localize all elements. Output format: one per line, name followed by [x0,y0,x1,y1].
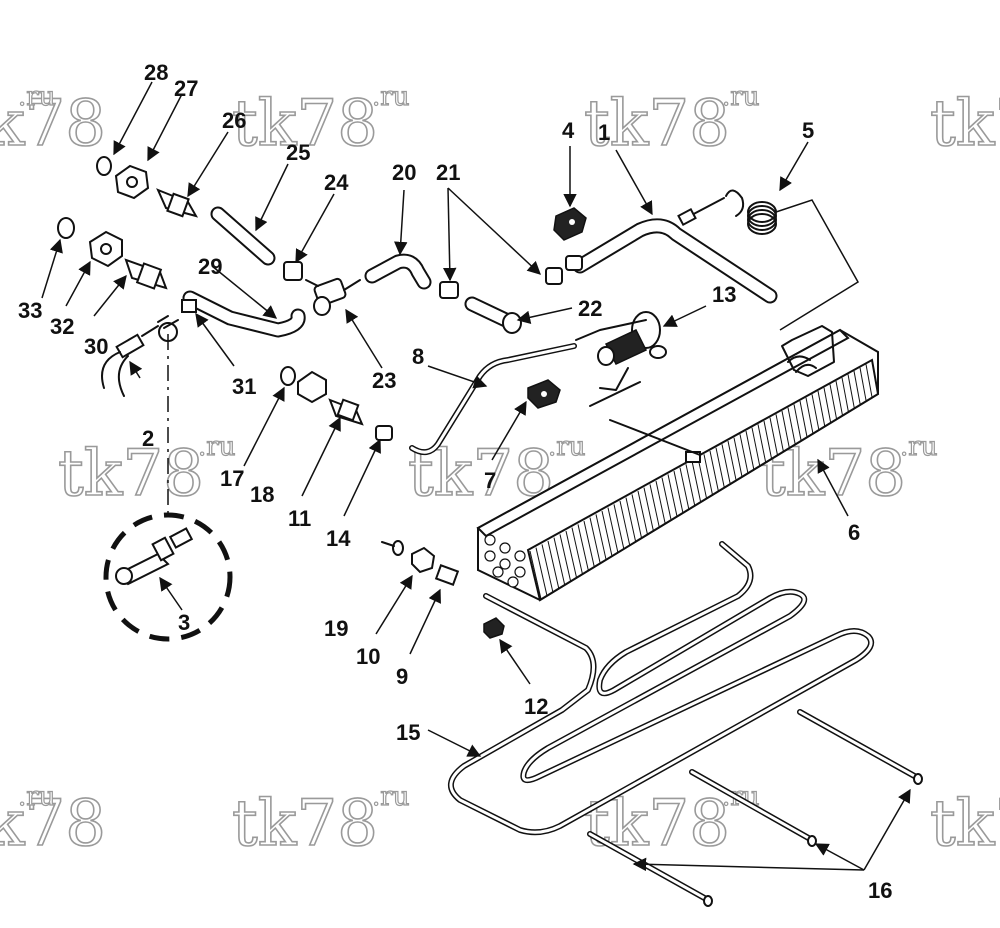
svg-text:.ru: .ru [198,432,235,462]
svg-text:tk78: tk78 [0,87,106,161]
rod [689,769,817,847]
callout-21: 21 [436,160,460,185]
callout-26: 26 [222,108,246,133]
callout-30: 30 [84,334,108,359]
svg-text:tk78: tk78 [58,437,204,511]
watermark: tk78.ru [583,81,760,161]
watermark: tk78.ru [57,431,236,511]
svg-text:tk78: tk78 [584,87,730,161]
callout-25: 25 [286,140,310,165]
callout-12: 12 [524,694,548,719]
callout-33: 33 [18,298,42,323]
svg-text:tk78: tk78 [232,787,378,861]
clamp-12 [483,617,505,639]
clamp-7 [527,379,561,409]
svg-text:tk78: tk78 [232,87,378,161]
fitting-14 [375,425,393,441]
callout-6: 6 [848,520,860,545]
nut-10 [411,546,436,574]
callout-14: 14 [326,526,351,551]
evaporator-coil [476,325,880,602]
callout-27: 27 [174,76,198,101]
callout-10: 10 [356,644,380,669]
svg-text:.ru: .ru [18,782,55,812]
callout-31: 31 [232,374,256,399]
nut-32 [88,230,123,268]
svg-text:tk78: tk78 [930,87,1000,161]
o-ring-17 [280,366,296,386]
o-ring-19 [381,540,404,556]
svg-text:.ru: .ru [548,432,585,462]
nut-27 [114,164,150,200]
clamp-4 [553,207,587,241]
tee-fitting-23 [305,277,361,316]
callout-17: 17 [220,466,244,491]
callout-15: 15 [396,720,420,745]
elbow-20 [364,253,432,290]
callout-20: 20 [392,160,416,185]
callout-11: 11 [288,506,311,531]
sensor-2 [101,325,159,397]
callout-18: 18 [250,482,274,507]
o-ring-28 [96,156,112,176]
drain-heater-15 [448,541,874,836]
hose-25 [210,206,276,266]
svg-text:tk78: tk78 [930,787,1000,861]
callout-8: 8 [412,344,424,369]
callout-numbers: 1 2 3 4 5 6 7 8 9 10 11 12 13 14 15 16 1… [18,60,892,903]
rod [797,709,923,785]
adapter-9 [434,564,460,586]
watermark: tk78.ru [231,781,410,861]
detail-circle-3 [103,322,233,642]
rods-16 [587,709,923,907]
svg-text:.ru: .ru [900,432,937,462]
nut-18 [297,370,327,404]
watermark: tk78.ru [231,81,410,161]
fitting-22 [464,296,522,334]
callout-9: 9 [396,664,408,689]
o-ring-33 [57,217,75,239]
svg-text:.ru: .ru [372,782,409,812]
callout-28: 28 [144,60,168,85]
callout-4: 4 [562,118,575,143]
callout-1: 1 [598,120,610,145]
callout-24: 24 [324,170,349,195]
svg-text:.ru: .ru [18,82,55,112]
callout-2: 2 [142,426,154,451]
svg-text:.ru: .ru [722,82,759,112]
adapter-30 [124,258,168,290]
callout-5: 5 [802,118,814,143]
callout-22: 22 [578,296,602,321]
adapter-26 [156,188,199,218]
svg-text:tk78: tk78 [0,787,106,861]
svg-text:.ru: .ru [372,82,409,112]
callout-19: 19 [324,616,348,641]
hose-29 [182,290,306,338]
coil-spring [725,189,860,331]
callout-3: 3 [178,610,190,635]
outlet-tube [572,197,778,304]
watermark: tk78 [929,86,1000,162]
fitting-31 [157,299,197,329]
callout-7: 7 [484,468,496,493]
fitting-24 [283,261,303,281]
watermark: tk78.ru [0,81,107,161]
watermarks: tk78.ru tk78.ru tk78.ru tk78 tk78.ru tk7… [0,81,1000,862]
callout-32: 32 [50,314,74,339]
callout-16: 16 [868,878,892,903]
callout-23: 23 [372,368,396,393]
rod [587,831,713,907]
fitting-21 [439,255,583,299]
leader-lines [41,81,911,872]
adapter-11 [328,398,364,426]
expansion-valve-13 [575,311,667,407]
watermark: tk78.ru [0,781,107,861]
callout-29: 29 [198,254,222,279]
callout-13: 13 [712,282,736,307]
watermark: tk78 [929,786,1000,862]
